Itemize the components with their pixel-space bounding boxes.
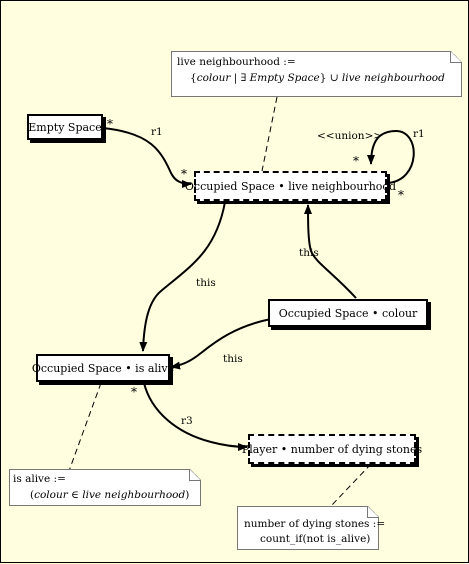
edge-colour-to-alive <box>170 318 272 370</box>
note-alive-line2: (colour ∈ live neighbourhood) <box>30 489 190 501</box>
note-dying-stones: number of dying stones := count_if(not i… <box>237 506 385 550</box>
note-live-line1: live neighbourhood := <box>177 56 296 68</box>
label-r1-left: r1 <box>151 126 163 138</box>
note-live-line2: {colour | ∃ Empty Space} ∪ live neighbou… <box>190 72 445 84</box>
multiplicity-alive: * <box>131 385 137 399</box>
note-fold-icon <box>450 51 462 63</box>
multiplicity-empty: * <box>107 117 113 131</box>
label-r1-right: r1 <box>413 128 425 140</box>
edge-empty-to-live <box>102 127 192 188</box>
node-occupied-colour[interactable]: Occupied Space • colour <box>268 299 428 327</box>
label-this-mid: this <box>299 247 319 259</box>
anchor-dying-note <box>330 463 372 507</box>
note-is-alive: is alive := (colour ∈ live neighbourhood… <box>9 469 201 506</box>
multiplicity-live-top: * <box>353 154 359 168</box>
node-occupied-is-alive[interactable]: Occupied Space • is alive <box>32 354 174 382</box>
label-r3: r3 <box>181 415 193 427</box>
note-live-neighbourhood: live neighbourhood := {colour | ∃ Empty … <box>171 51 462 97</box>
multiplicity-live-right: * <box>398 188 404 202</box>
multiplicity-live-left: * <box>181 167 187 181</box>
anchor-live-note <box>261 96 278 172</box>
node-occupied-live-neighbourhood[interactable]: Occupied Space • live neighbourhood <box>185 171 396 201</box>
label-this-upper: this <box>196 277 216 289</box>
node-empty-space[interactable]: Empty Space <box>27 114 103 140</box>
node-player-dying-stones[interactable]: Player • number of dying stones <box>242 434 422 464</box>
note-dying-line2: count_if(not is_alive) <box>260 533 371 545</box>
label-union: <<union>> <box>317 130 383 142</box>
edge-alive-to-player <box>143 382 248 451</box>
label-this-lower: this <box>223 353 243 365</box>
note-alive-line1: is alive := <box>13 473 66 485</box>
note-fold-icon <box>189 469 201 481</box>
note-dying-line1: number of dying stones := <box>244 518 386 530</box>
anchor-alive-note <box>68 382 102 472</box>
note-fold-icon <box>367 506 379 518</box>
